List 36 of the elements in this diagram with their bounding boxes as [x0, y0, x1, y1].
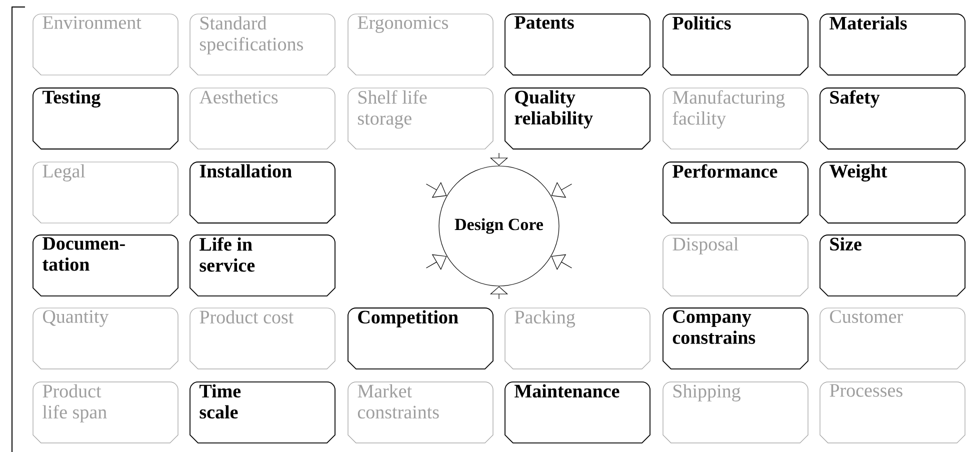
label-box: Legal — [32, 162, 178, 224]
label-box: Materials — [820, 14, 966, 76]
block-arrow — [426, 254, 447, 270]
label-box: Safety — [820, 88, 966, 150]
label-box: Packing — [504, 308, 650, 370]
label-box: Patents — [504, 14, 650, 76]
label-box: Aesthetics — [190, 88, 336, 150]
label-box: Politics — [662, 14, 808, 76]
label-box: Time scale — [190, 382, 336, 444]
label-box: Installation — [190, 162, 336, 224]
label-box: Processes — [820, 382, 966, 444]
circle-node: Design Core — [438, 166, 560, 286]
label-box: Testing — [32, 88, 178, 150]
label-box: Documen- tation — [32, 234, 178, 296]
label-box: Company constrains — [662, 308, 808, 370]
label-box: Quantity — [32, 308, 178, 370]
label-box: Customer — [820, 308, 966, 370]
label-box: Maintenance — [504, 382, 650, 444]
label-box: Weight — [820, 162, 966, 224]
label-box: Disposal — [662, 234, 808, 296]
label-box: Performance — [662, 162, 808, 224]
label-box: Shipping — [662, 382, 808, 444]
label-box: Product cost — [190, 308, 336, 370]
label-box: Market constraints — [348, 382, 494, 444]
label-box: Competition — [348, 308, 494, 370]
label-box: Product life span — [32, 382, 178, 444]
label-box: Quality reliability — [504, 88, 650, 150]
block-arrow — [551, 254, 572, 270]
label-box: Life in service — [190, 234, 336, 296]
label-box: Manufacturing facility — [662, 88, 808, 150]
block-arrow — [426, 182, 447, 198]
label-box: Shelf life storage — [348, 88, 494, 150]
label-box: Environment — [32, 14, 178, 76]
label-box: Ergonomics — [348, 14, 494, 76]
label-box: Size — [820, 234, 966, 296]
label-box: Standard specifications — [190, 14, 336, 76]
